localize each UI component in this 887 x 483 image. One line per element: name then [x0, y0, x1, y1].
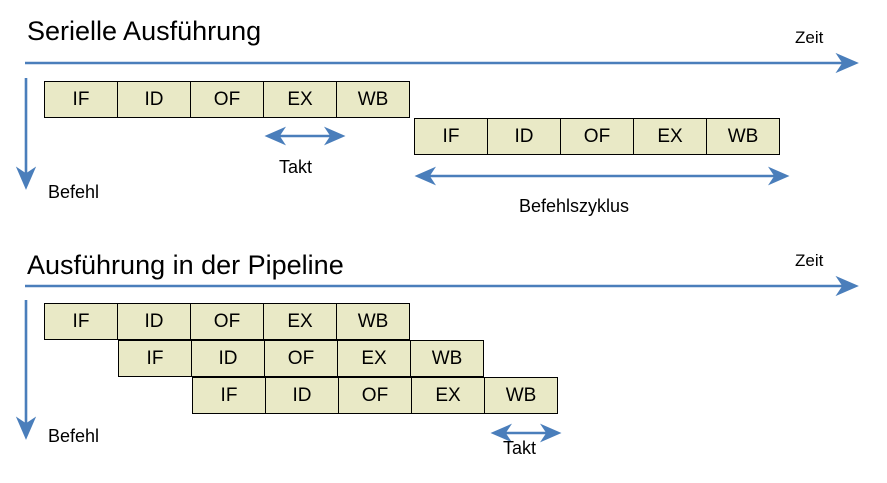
pipeline-stage-cell: IF	[44, 303, 118, 340]
pipeline-stage-cell: ID	[265, 377, 339, 414]
section-title-pipeline: Ausführung in der Pipeline	[27, 250, 344, 280]
pipeline-stage-cell: EX	[263, 81, 337, 118]
pipeline-stage-cell: EX	[633, 118, 707, 155]
instruction-axis-label-serial: Befehl	[48, 182, 100, 202]
takt-measure-arrow-serial	[264, 126, 346, 146]
pipeline-stage-cell: OF	[338, 377, 412, 414]
pipeline-stage-cell: IF	[414, 118, 488, 155]
pipeline-stage-cell: EX	[411, 377, 485, 414]
pipeline-stage-cell: ID	[117, 303, 191, 340]
befehlszyklus-label: Befehlszyklus	[519, 196, 630, 216]
pipeline-stage-cell: OF	[560, 118, 634, 155]
time-axis-arrow-pipeline	[25, 275, 859, 297]
takt-measure-arrow-pipeline	[490, 423, 562, 443]
pipeline-stage-cell: EX	[263, 303, 337, 340]
pipeline-stage-cell: WB	[336, 81, 410, 118]
pipeline-stage-cell: IF	[192, 377, 266, 414]
pipeline-stage-cell: ID	[117, 81, 191, 118]
instruction-row: IF ID OF EX WB	[118, 340, 484, 377]
pipeline-stage-cell: ID	[191, 340, 265, 377]
instruction-row: IF ID OF EX WB	[44, 81, 410, 118]
pipeline-stage-cell: WB	[706, 118, 780, 155]
instruction-row: IF ID OF EX WB	[192, 377, 558, 414]
pipeline-stage-cell: OF	[264, 340, 338, 377]
time-axis-label-serial: Zeit	[795, 28, 824, 47]
section-title-serial: Serielle Ausführung	[27, 16, 262, 46]
instruction-row: IF ID OF EX WB	[414, 118, 780, 155]
pipeline-stage-cell: ID	[487, 118, 561, 155]
takt-label-pipeline: Takt	[503, 438, 537, 458]
pipeline-stage-cell: EX	[337, 340, 411, 377]
instruction-axis-label-pipeline: Befehl	[48, 426, 100, 446]
pipeline-stage-cell: IF	[44, 81, 118, 118]
pipeline-stage-cell: OF	[190, 303, 264, 340]
pipeline-stage-cell: WB	[336, 303, 410, 340]
instruction-axis-arrow-pipeline	[15, 300, 37, 440]
instruction-row: IF ID OF EX WB	[44, 303, 410, 340]
pipeline-stage-cell: WB	[410, 340, 484, 377]
time-axis-label-pipeline: Zeit	[795, 251, 824, 270]
takt-label-serial: Takt	[279, 157, 313, 177]
instruction-axis-arrow-serial	[15, 78, 37, 190]
time-axis-arrow-serial	[25, 52, 859, 74]
befehlszyklus-measure-arrow	[414, 166, 790, 186]
pipeline-stage-cell: IF	[118, 340, 192, 377]
pipeline-stage-cell: OF	[190, 81, 264, 118]
pipeline-stage-cell: WB	[484, 377, 558, 414]
